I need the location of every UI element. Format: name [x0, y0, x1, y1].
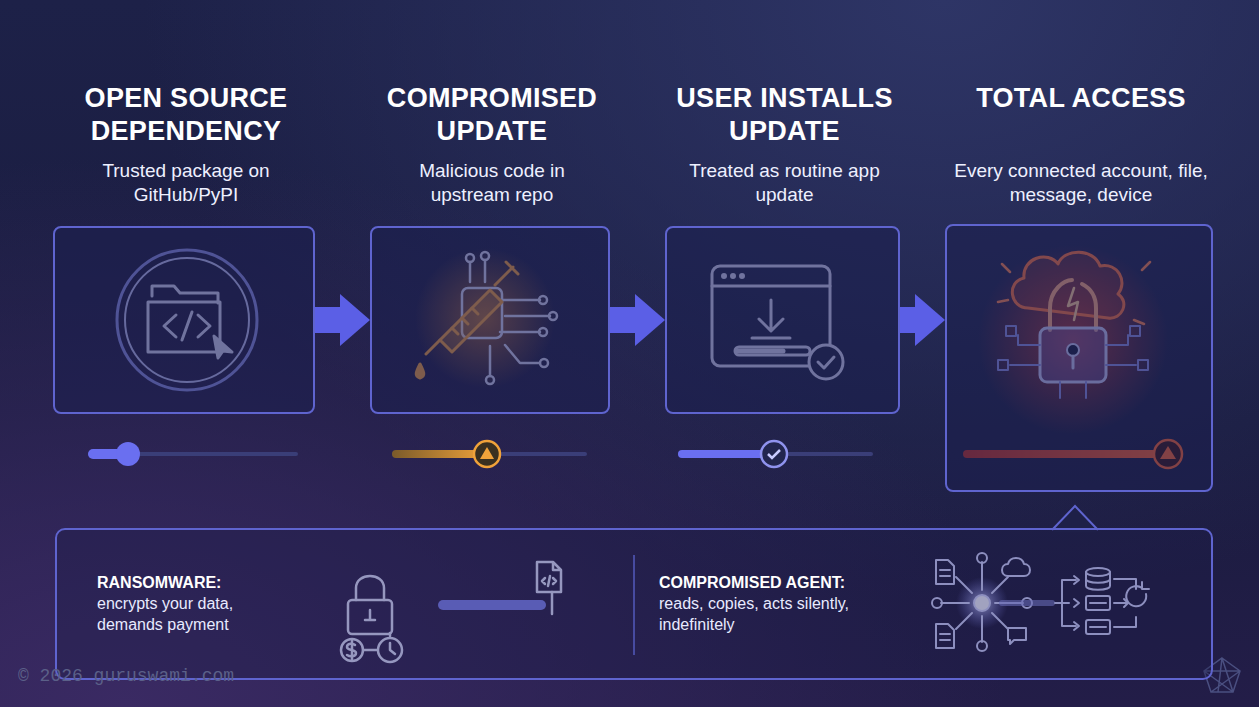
step-heading: TOTAL ACCESS	[961, 82, 1201, 115]
step-subtitle: Treated as routine app update	[685, 159, 885, 207]
flow-arrow	[315, 294, 370, 346]
process-box: COMPROMISED UPDATEMalicious code in upst…	[370, 226, 610, 414]
panel-heading: COMPROMISED AGENT:	[659, 572, 919, 593]
panel-heading: RANSOMWARE:	[97, 572, 337, 593]
panel-body: reads, copies, acts silently, indefinite…	[659, 593, 849, 635]
process-box: USER INSTALLS UPDATETreated as routine a…	[665, 226, 900, 414]
watermark: © 2026 guruswami.com	[18, 666, 234, 686]
step-subtitle: Trusted package on GitHub/PyPI	[96, 159, 276, 207]
step-heading: OPEN SOURCE DEPENDENCY	[66, 82, 306, 148]
callout-notch	[1052, 506, 1098, 530]
step-subtitle: Malicious code in upstream repo	[382, 159, 602, 207]
step-heading: COMPROMISED UPDATE	[367, 82, 617, 148]
comparison-panel: RANSOMWARE:encrypts your data, demands p…	[55, 528, 1213, 680]
process-box: OPEN SOURCE DEPENDENCYTrusted package on…	[53, 226, 315, 414]
panel-body: encrypts your data, demands payment	[97, 593, 297, 635]
step-heading: USER INSTALLS UPDATE	[655, 82, 915, 148]
outcome-box: TOTAL ACCESSEvery connected account, fil…	[945, 224, 1213, 492]
step-subtitle: Every connected account, file, message, …	[936, 159, 1226, 207]
flow-arrow	[900, 294, 945, 346]
flow-arrow	[610, 294, 665, 346]
